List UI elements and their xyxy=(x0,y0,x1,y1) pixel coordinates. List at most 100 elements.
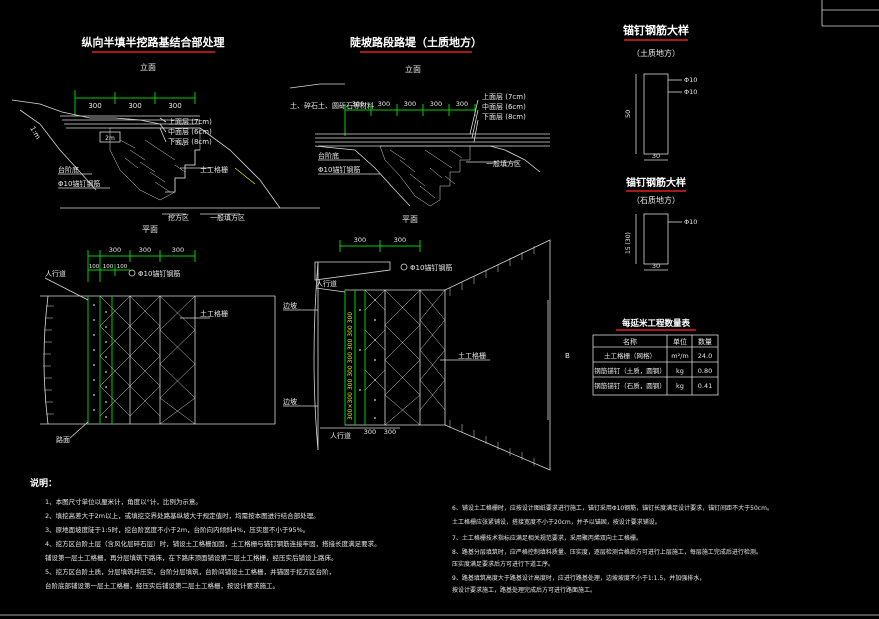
left-plan-label-walk: 人行道 xyxy=(45,269,66,278)
title-right-top-sub: （土质地方） xyxy=(632,48,680,58)
qty-row-3-name: 钢筋锚钉（石质，圆钢） xyxy=(594,381,666,390)
mid-elev-label-rebar: Φ10锚钉钢筋 xyxy=(318,165,360,174)
notes-title: 说明： xyxy=(30,477,57,489)
notes-left-1: 1、本图尺寸单位以厘米计，角度以°计，比例为示意。 xyxy=(45,497,202,506)
rebar-detail-soil: Φ10 Φ10 50 30 xyxy=(624,73,697,161)
left-elev-label-fill: 一般填方区 xyxy=(210,213,245,222)
qty-table-title: 每延米工程数量表 xyxy=(622,318,691,329)
view-label-mid-plan: 平面 xyxy=(402,215,418,224)
mid-elev-top-text: 土、碎石土、圆砾石等材料 xyxy=(290,101,374,110)
left-elev-slope: 1:m xyxy=(28,125,42,141)
left-elev-dim-1: 300 xyxy=(88,102,101,110)
notes-right-3: 7、土工格栅技术指标应满足相关规范要求，采用聚丙烯双向土工格栅。 xyxy=(452,534,642,542)
mid-elev-dim-3: 300 xyxy=(404,100,416,108)
rebar2-dim-1: Φ10 xyxy=(684,218,697,226)
notes-right-1: 6、铺设土工格栅时，应按设计图纸要求进行施工，锚钉采用Φ10钢筋，锚钉长度满足设… xyxy=(452,504,773,512)
left-elev-hatch-label: 2m xyxy=(105,135,115,142)
mid-elev-layer-2: 中面层 (6cm) xyxy=(482,102,526,111)
qty-header-qty: 数量 xyxy=(698,337,712,346)
mid-elev-dim-1: 300 xyxy=(352,100,364,108)
left-elev-label-step: 台阶底 xyxy=(58,165,79,174)
left-elevation: 300 300 300 上面层 (7cm) 中面层 (6cm) 下面层 (8cm… xyxy=(11,90,320,222)
notes-right-4: 8、路基分层填筑时，应严格控制填料质量、压实度，逐层检测合格后方可进行上层施工，… xyxy=(452,548,762,556)
qty-row-1-qty: 24.0 xyxy=(698,352,712,360)
mid-plan-label-slope-bottom: 边坡 xyxy=(283,397,297,406)
title-right-mid-sub: （石质地方） xyxy=(632,195,680,205)
left-plan-label-geogrid: 土工格栅 xyxy=(200,309,228,318)
left-plan-label-road: 路面 xyxy=(56,435,70,444)
left-elev-dim-3: 300 xyxy=(168,102,181,110)
qty-row-2-name: 钢筋锚钉（土质，圆钢） xyxy=(594,366,666,375)
notes-left-3: 3、原地面坡度陡于1:5时，挖台阶宽度不小于2m，台阶向内倾斜4%，压实度不小于… xyxy=(45,525,309,534)
left-elev-label-cut: 挖方区 xyxy=(168,213,189,222)
rebar1-dim-4: 30 xyxy=(652,152,660,160)
left-elev-label-geogrid: 土工格栅 xyxy=(200,165,228,174)
view-label-left-plan: 平面 xyxy=(142,225,158,234)
mid-plan-label-geogrid: 土工格栅 xyxy=(458,351,486,360)
mid-elev-dim-4: 300 xyxy=(430,100,442,108)
left-plan-small-dim-3: 100 xyxy=(117,264,128,270)
rebar1-dim-3: 50 xyxy=(624,110,632,118)
notes-right-5: 压实度满足要求后方可进行下道工序。 xyxy=(452,560,554,568)
mid-plan-dim-bottom-2: 300 xyxy=(384,428,396,436)
title-right-top: 锚钉钢筋大样 xyxy=(623,23,689,37)
title-block-corner xyxy=(821,0,879,27)
notes-left-5: 铺设第一层土工格栅，再分层填筑下路床，在下路床顶面铺设第二层土工格栅，经压实后铺… xyxy=(45,553,338,562)
mid-elev-layer-1: 上面层 (7cm) xyxy=(482,92,526,101)
mid-plan-dim-1: 300 xyxy=(354,236,366,244)
notes: 说明： 1、本图尺寸单位以厘米计，角度以°计，比例为示意。 2、填挖高差大于2m… xyxy=(30,477,773,594)
left-plan-small-dim-1: 100 xyxy=(89,264,100,270)
qty-row-3-unit: kg xyxy=(676,382,684,390)
mid-elev-dim-2: 300 xyxy=(378,100,390,108)
left-plan-small-dim-2: 100 xyxy=(103,264,114,270)
notes-right-2: 土工格栅应张紧铺设，搭接宽度不小于20cm，并予以锚固，按设计要求铺设。 xyxy=(452,518,661,526)
left-elev-layer-1: 上面层 (7cm) xyxy=(168,117,212,126)
notes-left-7: 台阶底部铺设第一层土工格栅，经压实后铺设第二层土工格栅，按设计要求施工。 xyxy=(45,581,279,590)
left-plan-dim-1: 300 xyxy=(109,246,121,254)
left-plan-dim-2: 300 xyxy=(139,246,151,254)
rebar2-dim-2: 15 (30) xyxy=(625,232,632,254)
mid-plan-vertical-dim: 300×300 300 300 300 300 300 300 xyxy=(347,312,354,420)
title-left: 纵向半填半挖路基结合部处理 xyxy=(82,35,225,49)
rebar1-dim-1: Φ10 xyxy=(684,76,697,84)
rebar2-dim-3: 30 xyxy=(652,262,660,270)
rebar1-dim-2: Φ10 xyxy=(684,88,697,96)
notes-left-2: 2、填挖高差大于2m以上，或填挖交界处路基纵坡大于规定值时，均需按本图进行结合部… xyxy=(45,511,320,520)
mid-plan-dim-bottom-1: 300 xyxy=(364,428,376,436)
mid-elev-layer-3: 下面层 (8cm) xyxy=(482,113,526,121)
title-right-mid: 锚钉钢筋大样 xyxy=(626,176,686,189)
mid-plan-right-mark: B xyxy=(565,352,570,360)
left-plan-dim-3: 300 xyxy=(172,246,184,254)
notes-right-7: 按设计要求施工，路基处理完成后方可进行路面施工。 xyxy=(452,586,596,594)
mid-elev-dim-5: 300 xyxy=(456,100,468,108)
left-elev-layer-3: 下面层 (8cm) xyxy=(168,138,212,146)
title-mid: 陡坡路段路堤（土质地方） xyxy=(350,35,482,49)
left-elev-layer-2: 中面层 (6cm) xyxy=(168,127,212,136)
qty-row-2-unit: kg xyxy=(676,367,684,375)
mid-plan-label-slope-top: 边坡 xyxy=(283,301,297,310)
qty-row-1-name: 土工格栅（网格） xyxy=(604,351,656,360)
rebar-detail-rock: 锚钉钢筋大样 （石质地方） Φ10 15 (30) 30 xyxy=(625,176,697,271)
mid-elev-label-step: 台阶底 xyxy=(318,151,339,160)
view-label-mid-elev: 立面 xyxy=(405,64,421,74)
left-elev-label-rebar: Φ10锚钉钢筋 xyxy=(58,179,100,188)
mid-plan-label-rebar: Φ10锚钉钢筋 xyxy=(410,263,452,272)
notes-left-6: 5、挖方区台阶土质，分层填筑并压实，台阶分层填筑，台阶间铺设土工格栅，并锚固于挖… xyxy=(45,567,335,576)
qty-header-name: 名称 xyxy=(623,337,637,346)
qty-row-3-qty: 0.41 xyxy=(698,382,712,390)
left-plan: 300 300 300 100 100 100 xyxy=(40,246,276,444)
mid-plan: 300 300 B xyxy=(283,236,570,471)
left-elev-dim-2: 300 xyxy=(128,102,141,110)
mid-elev-label-fill: 一般填方区 xyxy=(486,159,521,168)
qty-row-1-unit: m²/m xyxy=(671,352,688,360)
mid-plan-label-walk-bottom: 人行道 xyxy=(330,431,351,440)
quantity-table: 每延米工程数量表 名称 单位 数量 土工格栅（网格） m²/m 24.0 钢筋锚… xyxy=(592,318,719,396)
left-plan-label-rebar: Φ10锚钉钢筋 xyxy=(138,269,180,278)
mid-plan-dim-2: 300 xyxy=(394,236,406,244)
view-label-left-elev: 立面 xyxy=(140,62,156,72)
notes-right-6: 9、路基填筑高度大于路基设计高度时，应进行路基处理，边坡坡度不小于1:1.5，并… xyxy=(452,574,705,582)
notes-left-4: 4、挖方区台阶土层（含风化层碎石层）时，铺设土工格栅加固，土工格栅与锚钉钢筋连接… xyxy=(45,539,381,548)
qty-header-unit: 单位 xyxy=(673,337,687,346)
mid-elevation: 土、碎石土、圆砾石等材料 300 300 300 300 300 上面层 (7c… xyxy=(289,83,550,207)
